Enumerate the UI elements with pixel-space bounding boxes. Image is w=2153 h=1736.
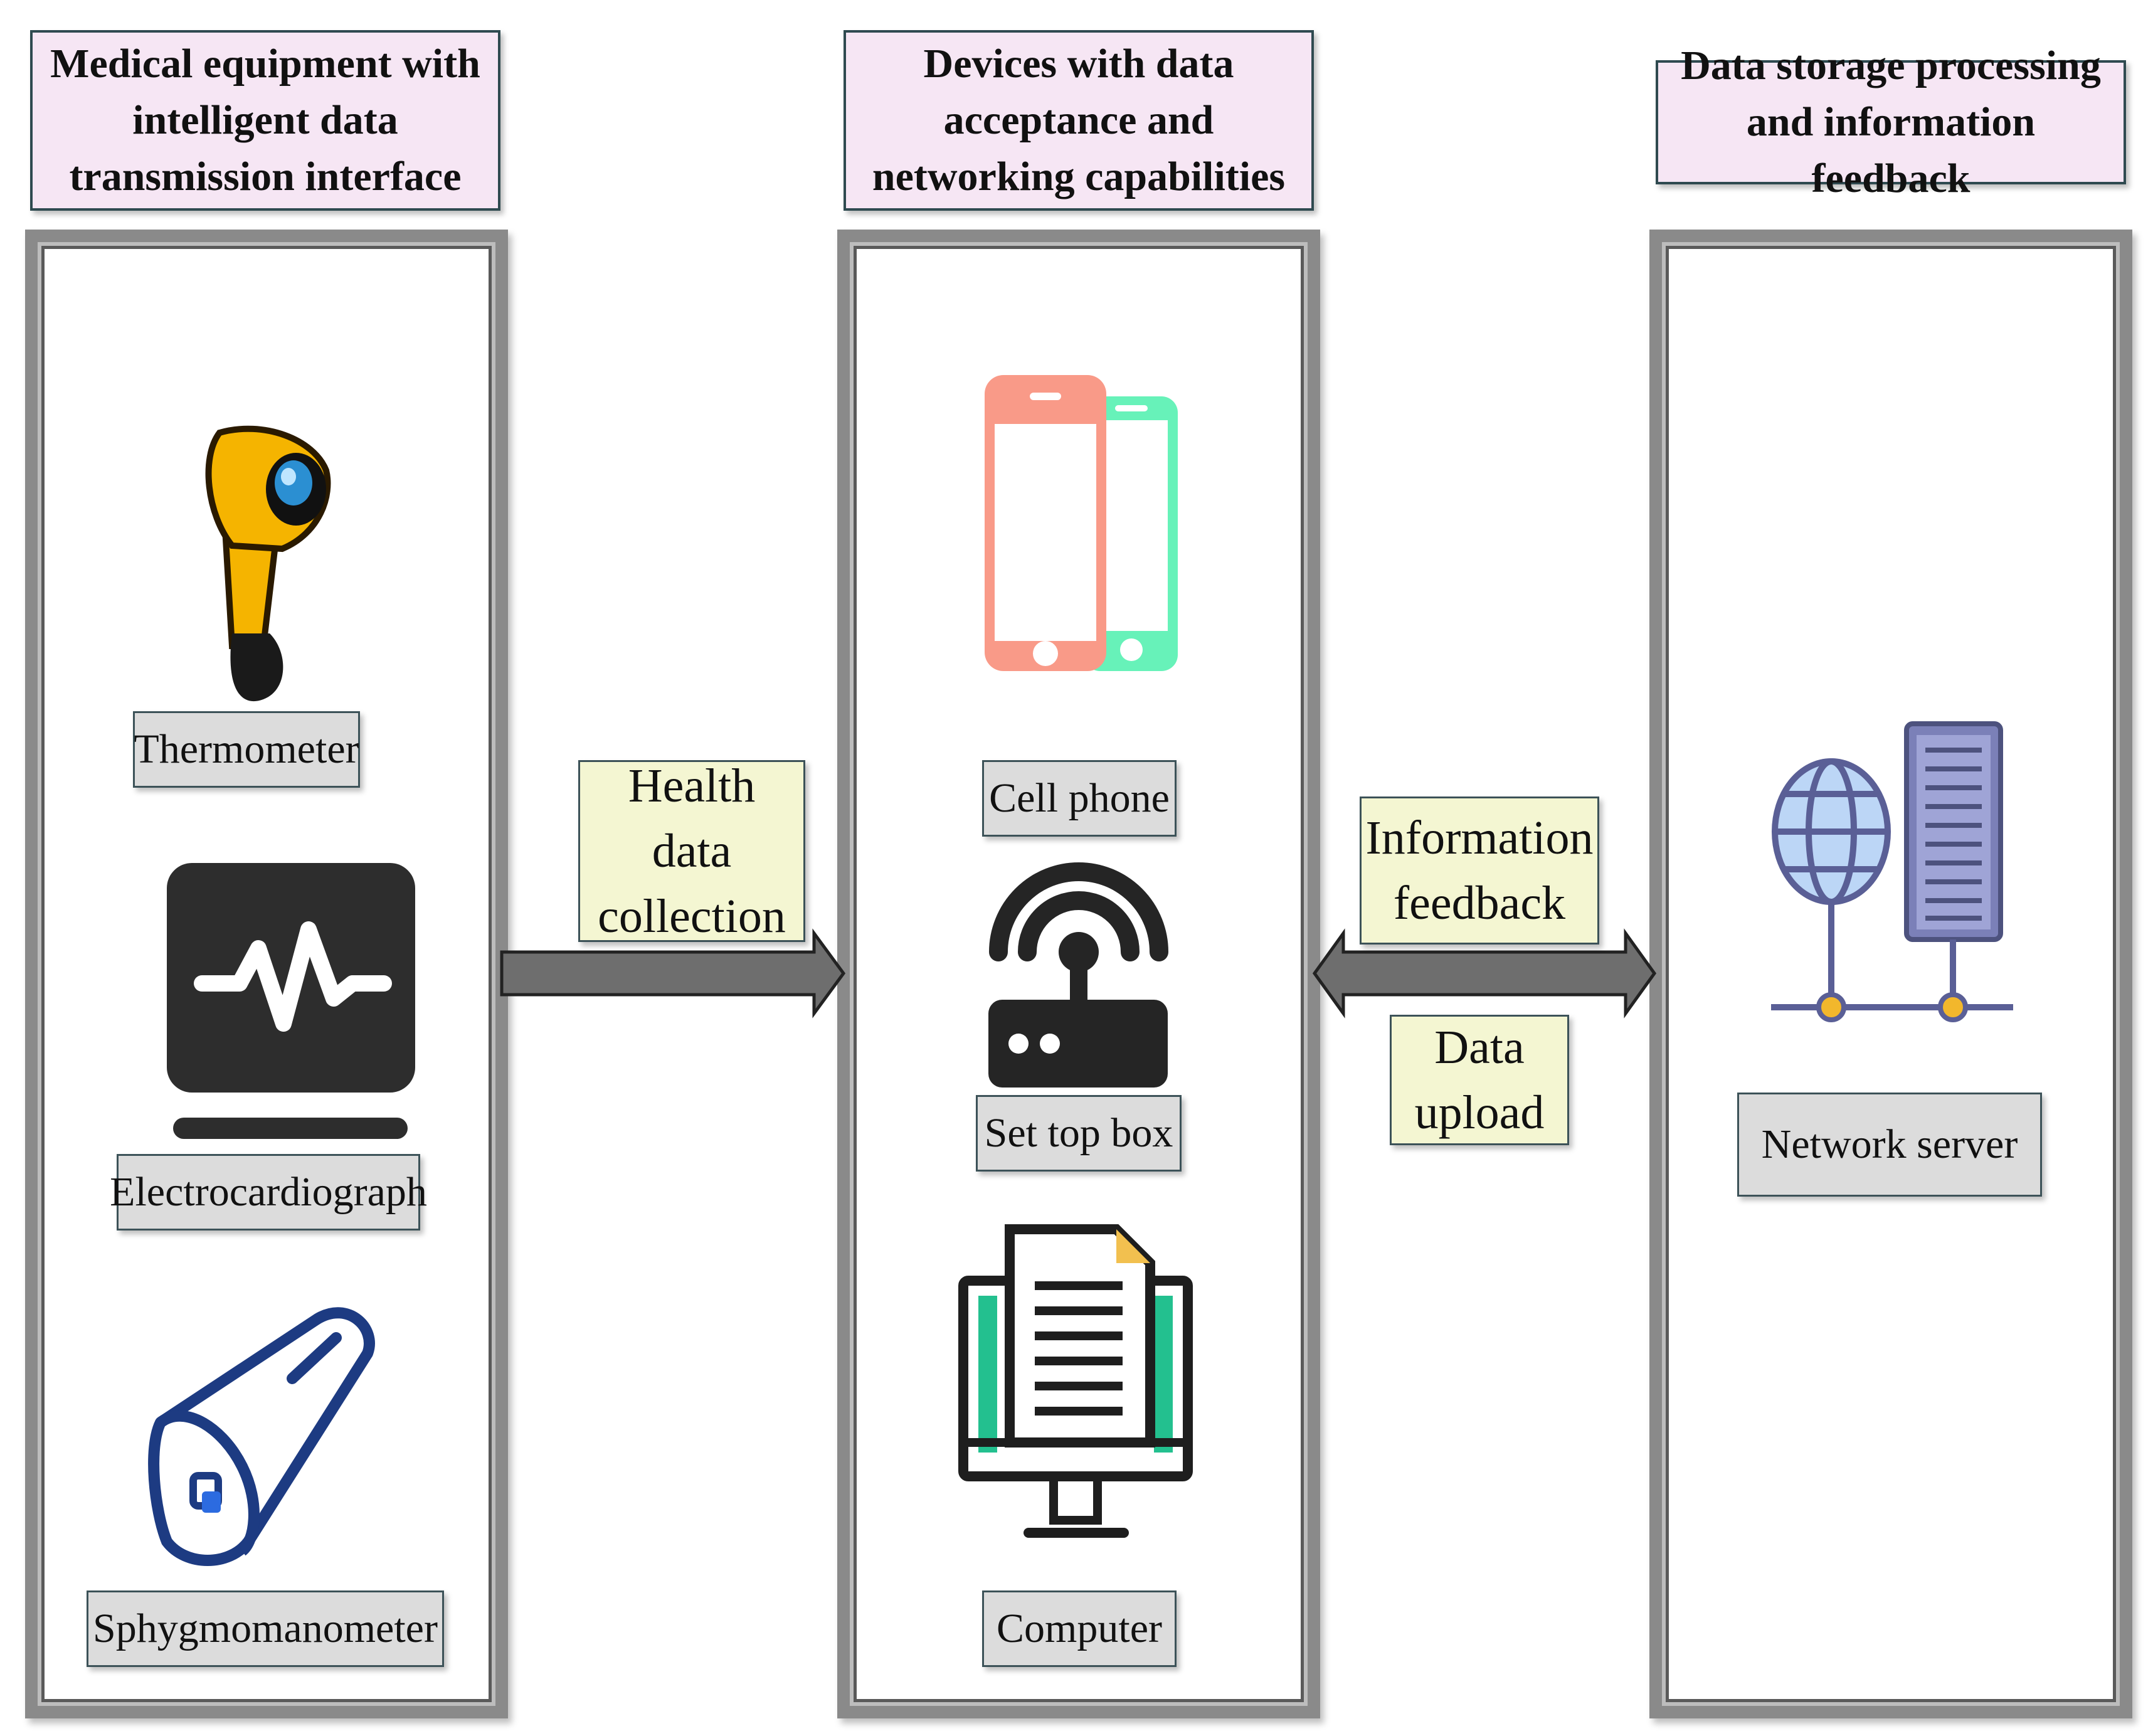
panel-network-server — [1649, 230, 2132, 1718]
column-header-text: Medical equipment with intelligent data … — [50, 41, 480, 199]
router-icon — [988, 862, 1168, 1088]
label-computer: Computer — [982, 1590, 1177, 1667]
barcode-scanner-icon — [205, 425, 331, 702]
computer-document-icon — [958, 1224, 1193, 1538]
ecg-monitor-icon — [167, 863, 415, 1139]
sensor-device-icon — [148, 1307, 375, 1566]
column-header-devices-medical: Medical equipment with intelligent data … — [30, 30, 500, 211]
data-upload-note: Data upload — [1390, 1015, 1569, 1145]
label-sphygmomanometer: Sphygmomanometer — [87, 1590, 444, 1667]
label-electrocardiograph: Electrocardiograph — [110, 1154, 427, 1231]
health-data-arrow — [500, 928, 846, 1019]
health-data-note: Health data collection — [578, 760, 805, 943]
label-network-server: Network server — [1737, 1093, 2042, 1197]
column-header-storage: Data storage processing and information … — [1656, 43, 2126, 201]
column-header-text: Data storage processing and information … — [1681, 43, 2101, 201]
globe-server-icon — [1771, 721, 2013, 1022]
label-set-top-box: Set top box — [976, 1095, 1182, 1172]
column-header-text: Devices with data acceptance and network… — [872, 41, 1286, 199]
bidirectional-arrow — [1312, 928, 1657, 1019]
column-header-devices-network: Devices with data acceptance and network… — [844, 30, 1314, 211]
label-cell-phone: Cell phone — [982, 760, 1177, 837]
label-thermometer: Thermometer — [133, 711, 360, 788]
information-feedback-note: Information feedback — [1360, 797, 1599, 945]
smartphones-icon — [985, 375, 1178, 671]
